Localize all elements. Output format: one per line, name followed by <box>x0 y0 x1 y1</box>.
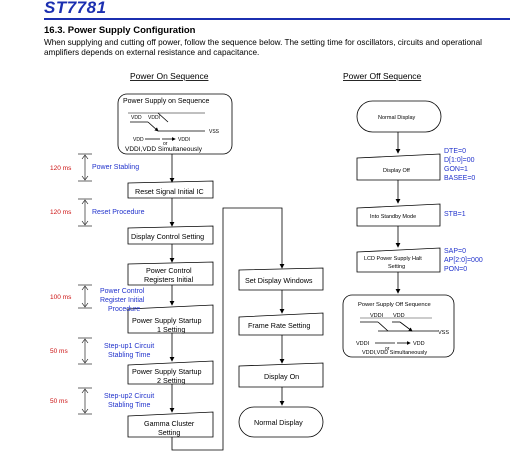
timing-1: 120 ms <box>50 165 72 172</box>
standby-box <box>356 203 441 227</box>
startup1-label-2: 1 Setting <box>157 325 185 334</box>
gamma-label-2: Setting <box>158 428 180 437</box>
on-vss-label: VSS <box>209 129 220 135</box>
display-control-box <box>127 225 214 245</box>
reg-sap: SAP=0 <box>444 248 466 255</box>
startup2-box <box>127 360 214 385</box>
normal-display-on-label: Normal Display <box>254 418 303 427</box>
note-s2-1: Step-up2 Circuit <box>104 393 154 400</box>
st7781-logo: ST7781 <box>44 0 107 17</box>
reg-pon: PON=0 <box>444 266 467 273</box>
reset-box <box>127 180 214 199</box>
power-control-label-1: Power Control <box>146 266 192 275</box>
note-pc-1: Power Control <box>100 288 145 295</box>
off-vdd2-label: VDD <box>413 341 425 347</box>
set-windows-box <box>238 267 324 291</box>
off-seq-caption: VDDI,VDD Simultaneously <box>362 350 427 356</box>
startup1-box <box>127 304 214 334</box>
off-vdd-label: VDD <box>393 313 405 319</box>
gamma-label-1: Gamma Cluster <box>144 419 195 428</box>
off-vddi-label: VDDI <box>370 313 384 319</box>
reg-ap: AP[2:0]=000 <box>444 257 483 264</box>
power-on-seq-box <box>117 93 233 155</box>
timing-4: 50 ms <box>50 348 68 355</box>
standby-label: Into Standby Mode <box>370 214 416 220</box>
note-s2-2: Stabling Time <box>108 402 151 409</box>
timing-5: 50 ms <box>50 398 68 405</box>
reg-basee: BASEE=0 <box>444 175 475 182</box>
power-on-title: Power On Sequence <box>130 71 209 81</box>
on-seq-caption: VDDI,VDD Simultaneously <box>125 146 203 153</box>
timing-2: 120 ms <box>50 209 72 216</box>
reg-gon: GON=1 <box>444 166 468 173</box>
normal-display-on-terminal <box>238 406 324 438</box>
section-title: 16.3. Power Supply Configuration <box>44 25 196 36</box>
on-vddi2-label: VDDI <box>178 137 190 143</box>
display-off-box <box>356 153 441 181</box>
power-off-seq-box <box>342 294 455 358</box>
power-off-title: Power Off Sequence <box>343 71 422 81</box>
note-s1-1: Step-up1 Circuit <box>104 343 154 350</box>
timing-3: 100 ms <box>50 294 72 301</box>
off-or-label: or <box>385 346 390 352</box>
startup1-label-1: Power Supply Startup <box>132 316 202 325</box>
startup2-label-1: Power Supply Startup <box>132 367 202 376</box>
display-off-label: Display Off <box>383 168 410 174</box>
lcd-halt-label-1: LCD Power Supply Halt <box>364 256 422 262</box>
on-or-label: or <box>163 141 168 147</box>
off-vddi2-label: VDDI <box>356 341 370 347</box>
intro-paragraph: When supplying and cutting off power, fo… <box>44 38 482 57</box>
gamma-box <box>127 411 214 438</box>
header-rule <box>44 18 510 20</box>
startup2-label-2: 2 Setting <box>157 376 185 385</box>
off-normal-display-label: Normal Display <box>378 115 416 121</box>
note-reset-procedure: Reset Procedure <box>92 209 145 216</box>
reg-stb: STB=1 <box>444 211 466 218</box>
note-power-stabling: Power Stabling <box>92 164 139 171</box>
note-s1-2: Stabling Time <box>108 352 151 359</box>
note-pc-3: Procedure <box>108 306 140 313</box>
display-on-box <box>238 362 324 388</box>
frame-rate-box <box>238 312 324 336</box>
power-control-box <box>127 261 214 286</box>
off-normal-display-terminal <box>356 100 442 133</box>
reg-d: D[1:0]=00 <box>444 157 475 164</box>
power-control-label-2: Registers Initial <box>144 275 194 284</box>
display-control-label: Display Control Setting <box>131 232 204 241</box>
lcd-halt-label-2: Setting <box>388 264 405 270</box>
set-windows-label: Set Display Windows <box>245 276 313 285</box>
note-pc-2: Register Initial <box>100 297 145 304</box>
on-vdd2-label: VDD <box>133 137 144 143</box>
frame-rate-label: Frame Rate Setting <box>248 321 310 330</box>
lcd-halt-box <box>356 247 441 273</box>
on-vddi-label: VDDI <box>148 115 160 121</box>
on-vdd-label: VDD <box>131 115 142 121</box>
off-vss-label: VSS <box>438 330 449 336</box>
reg-dte: DTE=0 <box>444 148 466 155</box>
off-seq-title: Power Supply Off Sequence <box>358 302 431 308</box>
reset-label: Reset Signal Initial IC <box>135 187 204 196</box>
power-on-seq-title: Power Supply on Sequence <box>123 98 209 105</box>
display-on-label: Display On <box>264 372 299 381</box>
